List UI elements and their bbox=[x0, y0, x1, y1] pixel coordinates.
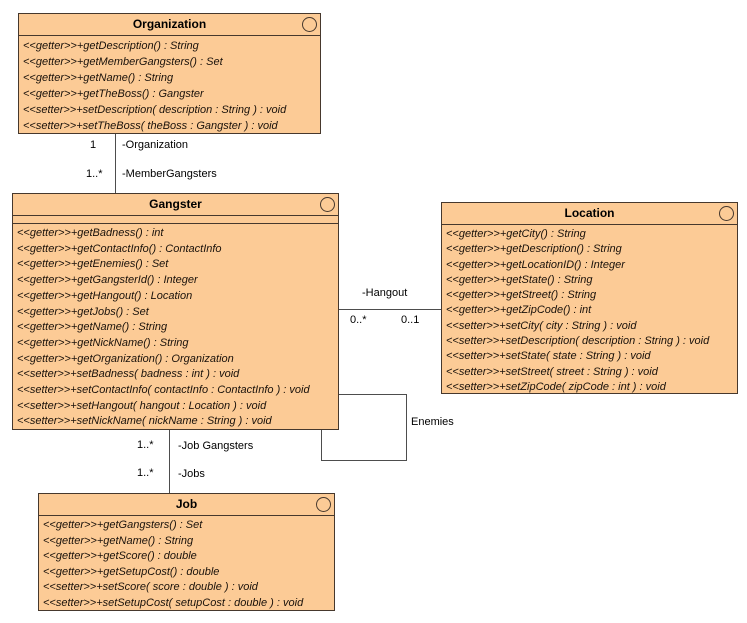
method-row: <<getter>>+getName() : String bbox=[23, 72, 174, 85]
class-name: Gangster bbox=[149, 197, 202, 211]
method-row: <<getter>>+getGangsterId() : Integer bbox=[17, 274, 198, 287]
method-row: <<setter>>+setDescription( description :… bbox=[23, 104, 287, 117]
method-row: <<setter>>+setDescription( description :… bbox=[446, 335, 710, 348]
association-enemies-top-segment[interactable] bbox=[339, 394, 406, 395]
method-row: <<setter>>+setBadness( badness : int ) :… bbox=[17, 368, 240, 381]
method-row: <<getter>>+getTheBoss() : Gangster bbox=[23, 88, 204, 101]
class-gangster[interactable]: Gangster <<getter>>+getBadness() : int<<… bbox=[12, 193, 339, 430]
method-row: <<getter>>+getEnemies() : Set bbox=[17, 258, 169, 271]
method-row: <<getter>>+getLocationID() : Integer bbox=[446, 258, 625, 271]
methods-compartment: <<getter>>+getDescription() : String <<ge… bbox=[19, 36, 320, 135]
association-name-hangout: -Hangout bbox=[362, 287, 408, 299]
method-row: <<getter>>+getJobs() : Set bbox=[17, 305, 149, 318]
association-gangster-location[interactable] bbox=[339, 309, 441, 310]
method-row: <<getter>>+getDescription() : String bbox=[446, 243, 622, 256]
attributes-compartment-empty bbox=[13, 216, 338, 224]
method-row: <<getter>>+getZipCode() : int bbox=[446, 304, 592, 317]
class-title-bar: Location bbox=[442, 203, 737, 225]
method-row: <<getter>>+getScore() : double bbox=[43, 550, 197, 563]
class-location[interactable]: Location <<getter>>+getCity() : String<<… bbox=[441, 202, 738, 394]
method-row: <<getter>>+getState() : String bbox=[446, 273, 593, 286]
methods-compartment: <<getter>>+getGangsters() : Set <<getter>… bbox=[39, 516, 334, 612]
method-row: <<setter>>+setContactInfo( contactInfo :… bbox=[17, 384, 310, 397]
role-jobgangsters: -Job Gangsters bbox=[178, 440, 254, 452]
method-row: <<setter>>+setNickName( nickName : Strin… bbox=[17, 415, 272, 428]
class-name: Organization bbox=[132, 17, 207, 31]
method-row: <<setter>>+setCity( city : String ) : vo… bbox=[446, 319, 637, 332]
method-row: <<getter>>+getCity() : String bbox=[446, 228, 586, 240]
methods-compartment: <<getter>>+getBadness() : int <<getter>>+… bbox=[13, 224, 338, 430]
association-enemies-right-segment[interactable] bbox=[406, 394, 407, 460]
multiplicity-jobgangsters-end: 1..* bbox=[137, 439, 154, 451]
class-title-bar: Gangster bbox=[13, 194, 338, 216]
multiplicity-hangout-location-end: 0..1 bbox=[401, 314, 420, 326]
methods-compartment: <<getter>>+getCity() : String <<getter>>+… bbox=[442, 225, 737, 395]
class-circle-icon bbox=[719, 206, 734, 221]
class-title-bar: Organization bbox=[19, 14, 320, 36]
multiplicity-hangout-gangster-end: 0..* bbox=[350, 314, 367, 326]
method-row: <<getter>>+getName() : String bbox=[17, 321, 168, 334]
method-row: <<getter>>+getSetupCost() : double bbox=[43, 565, 220, 578]
method-row: <<setter>>+setHangout( hangout : Locatio… bbox=[17, 399, 267, 412]
method-row: <<getter>>+getOrganization() : Organizat… bbox=[17, 352, 234, 365]
method-row: <<getter>>+getGangsters() : Set bbox=[43, 519, 203, 531]
class-circle-icon bbox=[320, 197, 335, 212]
role-membergangsters: -MemberGangsters bbox=[122, 168, 217, 180]
method-row: <<setter>>+setZipCode( zipCode : int ) :… bbox=[446, 380, 666, 393]
method-row: <<getter>>+getContactInfo() : ContactInf… bbox=[17, 242, 222, 255]
class-name: Location bbox=[564, 206, 615, 220]
multiplicity-jobs-end: 1..* bbox=[137, 467, 154, 479]
method-row: <<setter>>+setTheBoss( theBoss : Gangste… bbox=[23, 120, 278, 133]
method-row: <<setter>>+setState( state : String ) : … bbox=[446, 350, 651, 363]
method-row: <<setter>>+setStreet( street : String ) … bbox=[446, 365, 658, 378]
multiplicity-membergangsters-end: 1..* bbox=[86, 168, 103, 180]
method-row: <<getter>>+getBadness() : int bbox=[17, 227, 164, 239]
role-organization: -Organization bbox=[122, 139, 189, 151]
method-row: <<getter>>+getDescription() : String bbox=[23, 40, 199, 52]
class-circle-icon bbox=[302, 17, 317, 32]
association-organization-gangster[interactable] bbox=[115, 134, 116, 193]
method-row: <<getter>>+getStreet() : String bbox=[446, 289, 597, 302]
method-row: <<getter>>+getNickName() : String bbox=[17, 336, 189, 349]
association-enemies-bottom-segment[interactable] bbox=[321, 460, 407, 461]
method-row: <<setter>>+setScore( score : double ) : … bbox=[43, 581, 258, 594]
method-row: <<getter>>+getHangout() : Location bbox=[17, 289, 193, 302]
multiplicity-organization-end: 1 bbox=[90, 139, 97, 151]
role-jobs: -Jobs bbox=[178, 468, 205, 480]
class-title-bar: Job bbox=[39, 494, 334, 516]
method-row: <<getter>>+getMemberGangsters() : Set bbox=[23, 56, 223, 69]
method-row: <<getter>>+getName() : String bbox=[43, 534, 194, 547]
method-row: <<setter>>+setSetupCost( setupCost : dou… bbox=[43, 596, 304, 609]
class-circle-icon bbox=[316, 497, 331, 512]
association-enemies-left-segment[interactable] bbox=[321, 430, 322, 460]
class-organization[interactable]: Organization <<getter>>+getDescription()… bbox=[18, 13, 321, 134]
association-name-enemies: Enemies bbox=[411, 416, 454, 428]
association-gangster-job[interactable] bbox=[169, 430, 170, 493]
class-name: Job bbox=[175, 497, 198, 511]
class-job[interactable]: Job <<getter>>+getGangsters() : Set<<get… bbox=[38, 493, 335, 611]
